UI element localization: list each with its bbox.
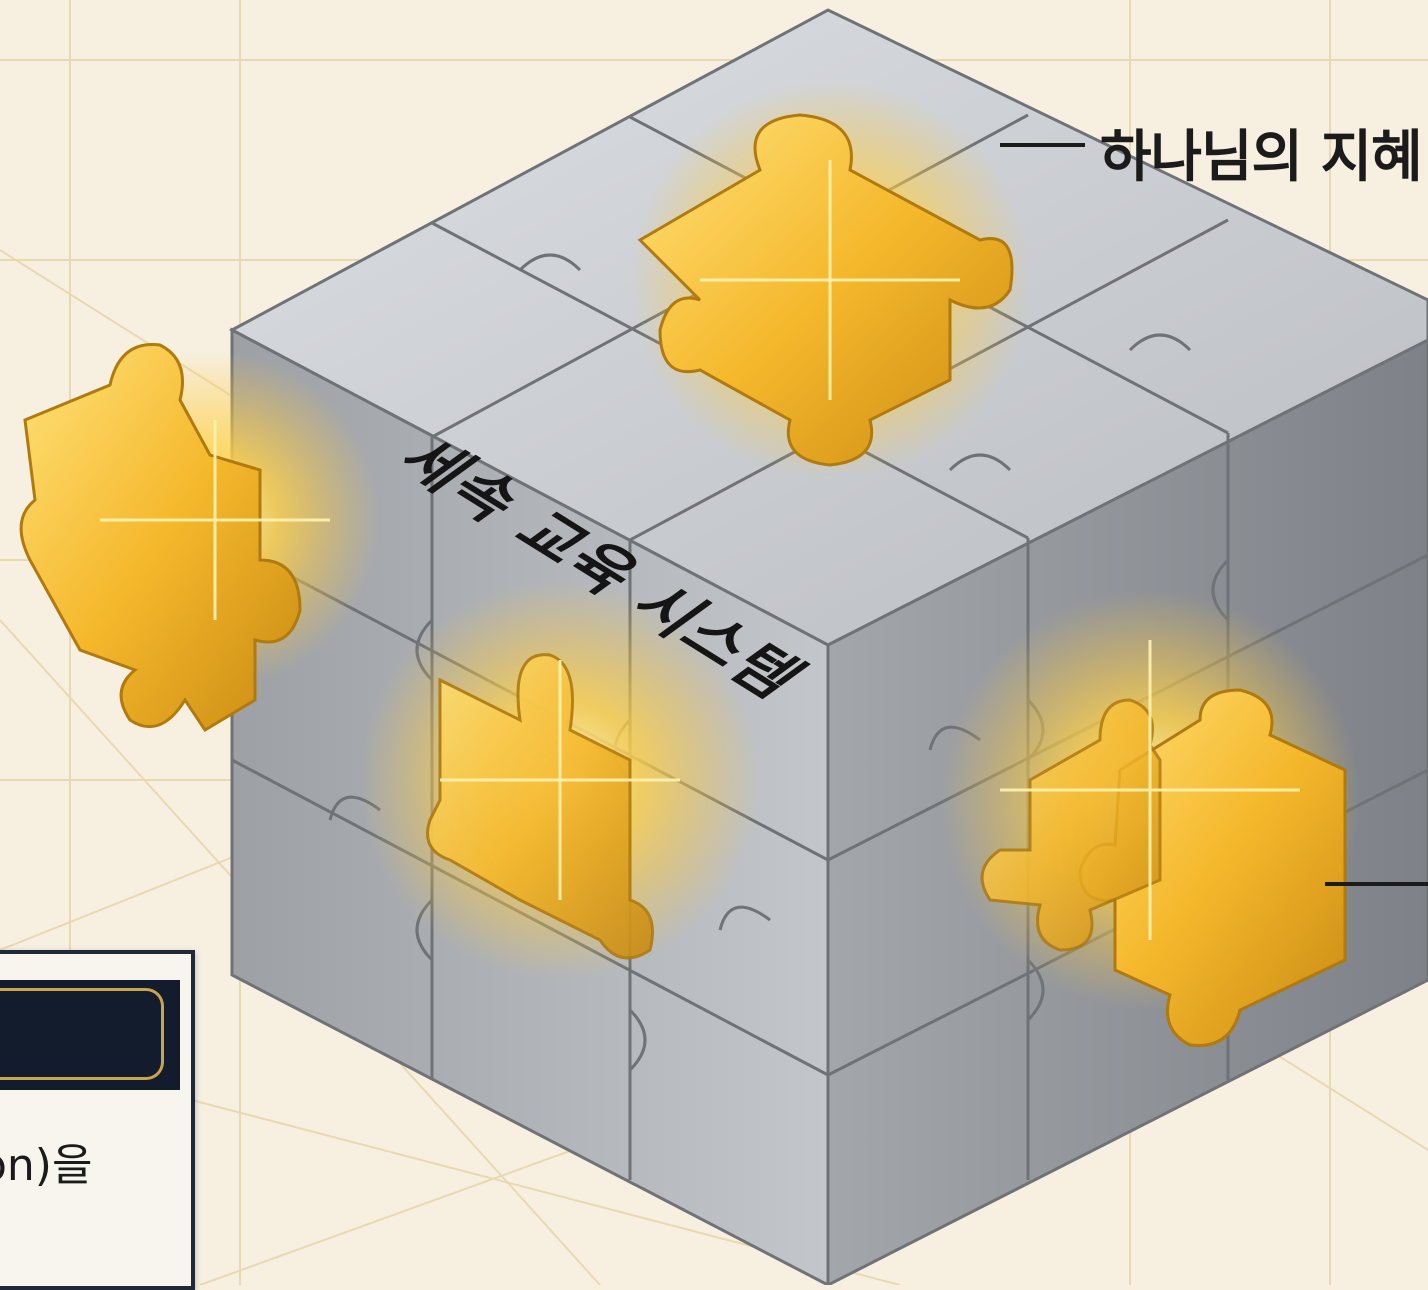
info-panel: on)을 (0, 950, 195, 1290)
panel-text: on)을 (0, 1140, 93, 1191)
panel-header-frame (0, 988, 164, 1080)
puzzle-piece-icon (637, 113, 1014, 467)
puzzle-piece-icon (426, 653, 654, 960)
panel-header (0, 980, 180, 1090)
puzzle-piece-icon (980, 698, 1162, 952)
callout-label: 하나님의 지혜 (1100, 125, 1423, 190)
sparkle-icon (100, 160, 1300, 940)
puzzle-piece-icon (19, 343, 302, 733)
